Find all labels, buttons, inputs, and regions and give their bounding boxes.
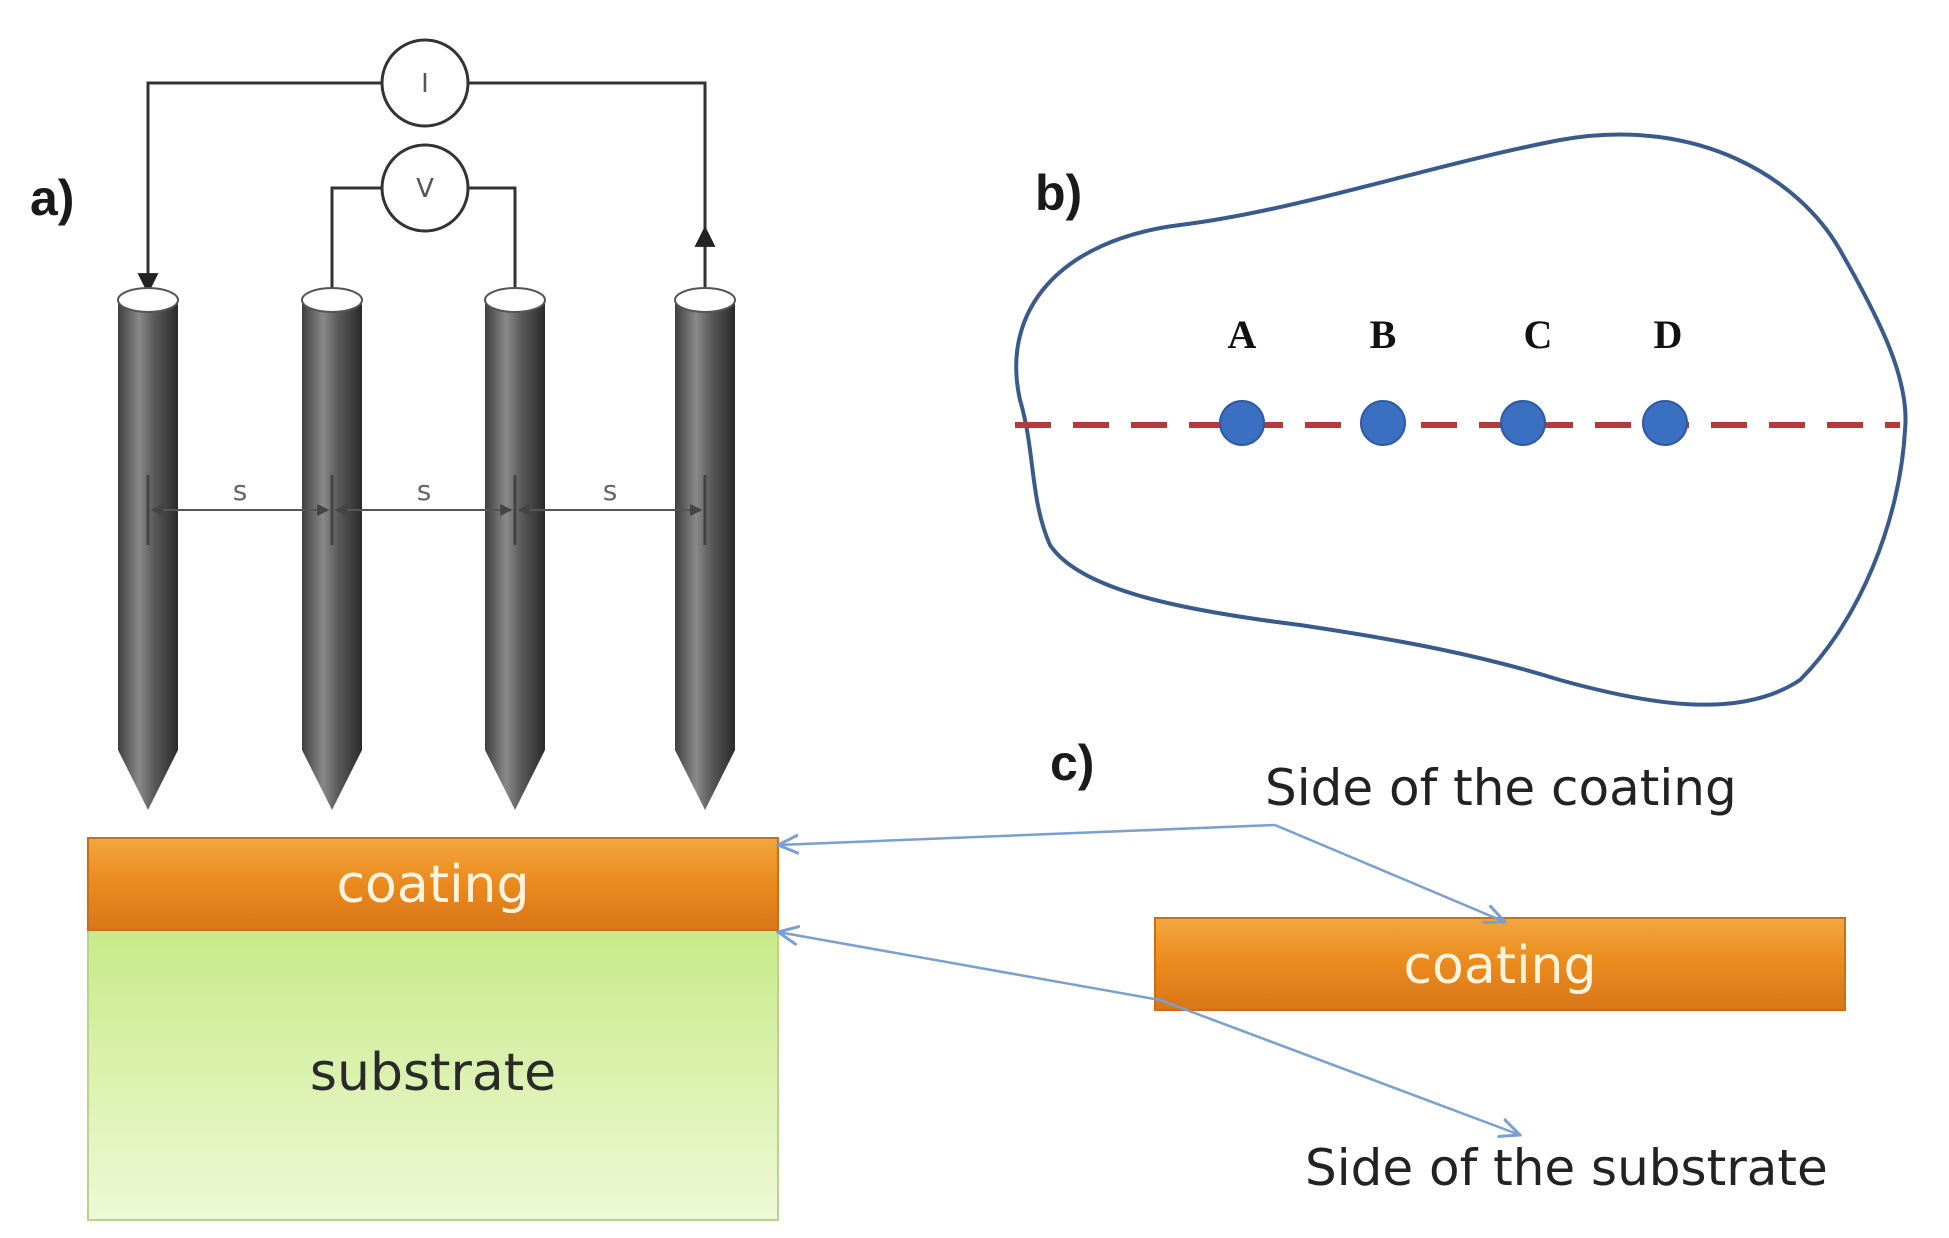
sample-outline-panel: A B C D [1014, 132, 1908, 707]
arrow-coating-to-stack [778, 823, 1276, 845]
layer-stack: coating substrate [87, 837, 779, 1221]
point-d-label: D [1654, 312, 1683, 357]
point-c-marker [1500, 400, 1546, 446]
substrate-layer [87, 929, 779, 1221]
probe-4 [674, 287, 736, 810]
panel-a-label: a) [30, 170, 74, 226]
arrow-substrate-to-stack [778, 932, 1161, 1002]
current-meter-label: I [421, 69, 429, 99]
probe-3 [484, 287, 546, 810]
probe-spacing: s s s [146, 474, 707, 545]
coating-layer [87, 837, 779, 931]
point-a-label: A [1228, 312, 1257, 357]
point-b-marker [1360, 400, 1406, 446]
point-a-marker [1219, 400, 1265, 446]
coating-label: coating [336, 855, 529, 915]
spacing-label-2: s [417, 474, 432, 507]
spacing-label-1: s [233, 474, 248, 507]
point-d-marker [1642, 400, 1688, 446]
substrate-label: substrate [310, 1043, 556, 1103]
detached-coating-label: coating [1403, 936, 1596, 996]
arrow-substrate-to-label [1159, 998, 1520, 1135]
probe-2 [301, 287, 363, 810]
arrow-coating-to-detached [1274, 823, 1505, 922]
detached-coating-panel: coating Side of the coating Side of the … [778, 759, 1846, 1197]
side-of-substrate-label: Side of the substrate [1305, 1139, 1828, 1197]
point-c-label: C [1524, 312, 1553, 357]
probe-wiring [137, 81, 716, 296]
voltage-meter-label: V [416, 174, 434, 204]
probe-1 [117, 287, 179, 810]
sample-outline [1014, 132, 1908, 707]
point-b-label: B [1370, 312, 1397, 357]
voltage-meter: V [380, 143, 470, 233]
panel-c-label: c) [1050, 735, 1094, 791]
side-of-coating-label: Side of the coating [1265, 759, 1737, 817]
spacing-label-3: s [603, 474, 618, 507]
detached-coating-layer [1154, 917, 1846, 1011]
panel-b-label: b) [1035, 165, 1082, 221]
current-meter: I [380, 38, 470, 128]
